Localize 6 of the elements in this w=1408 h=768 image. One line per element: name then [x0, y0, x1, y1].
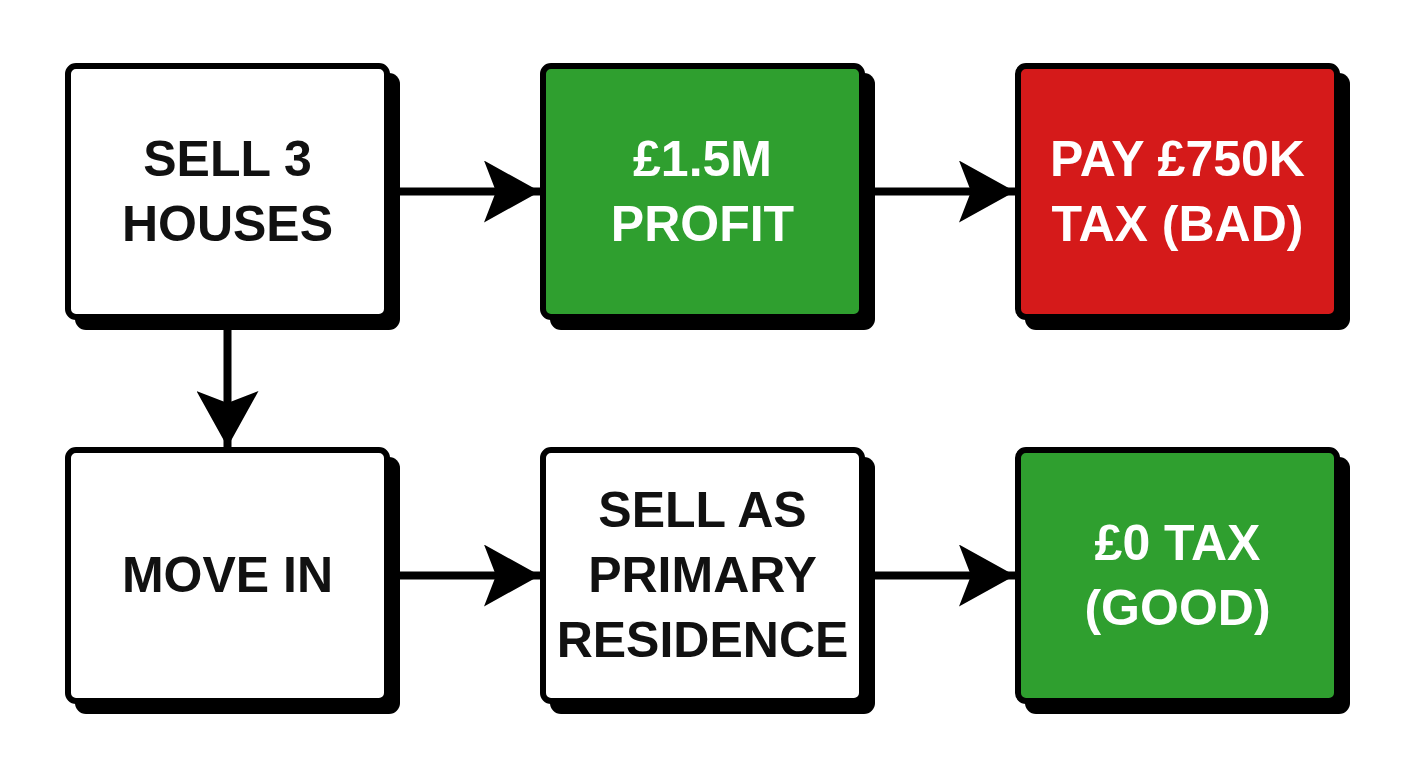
box-label: MOVE IN — [121, 546, 334, 605]
box-label: PAY £750K TAX (BAD) — [1049, 129, 1306, 254]
box-label: SELL AS PRIMARY RESIDENCE — [555, 481, 850, 670]
box-label: SELL 3 HOUSES — [120, 129, 335, 254]
box-label: £1.5M PROFIT — [609, 129, 796, 254]
box-label: £0 TAX (GOOD) — [1083, 513, 1272, 638]
